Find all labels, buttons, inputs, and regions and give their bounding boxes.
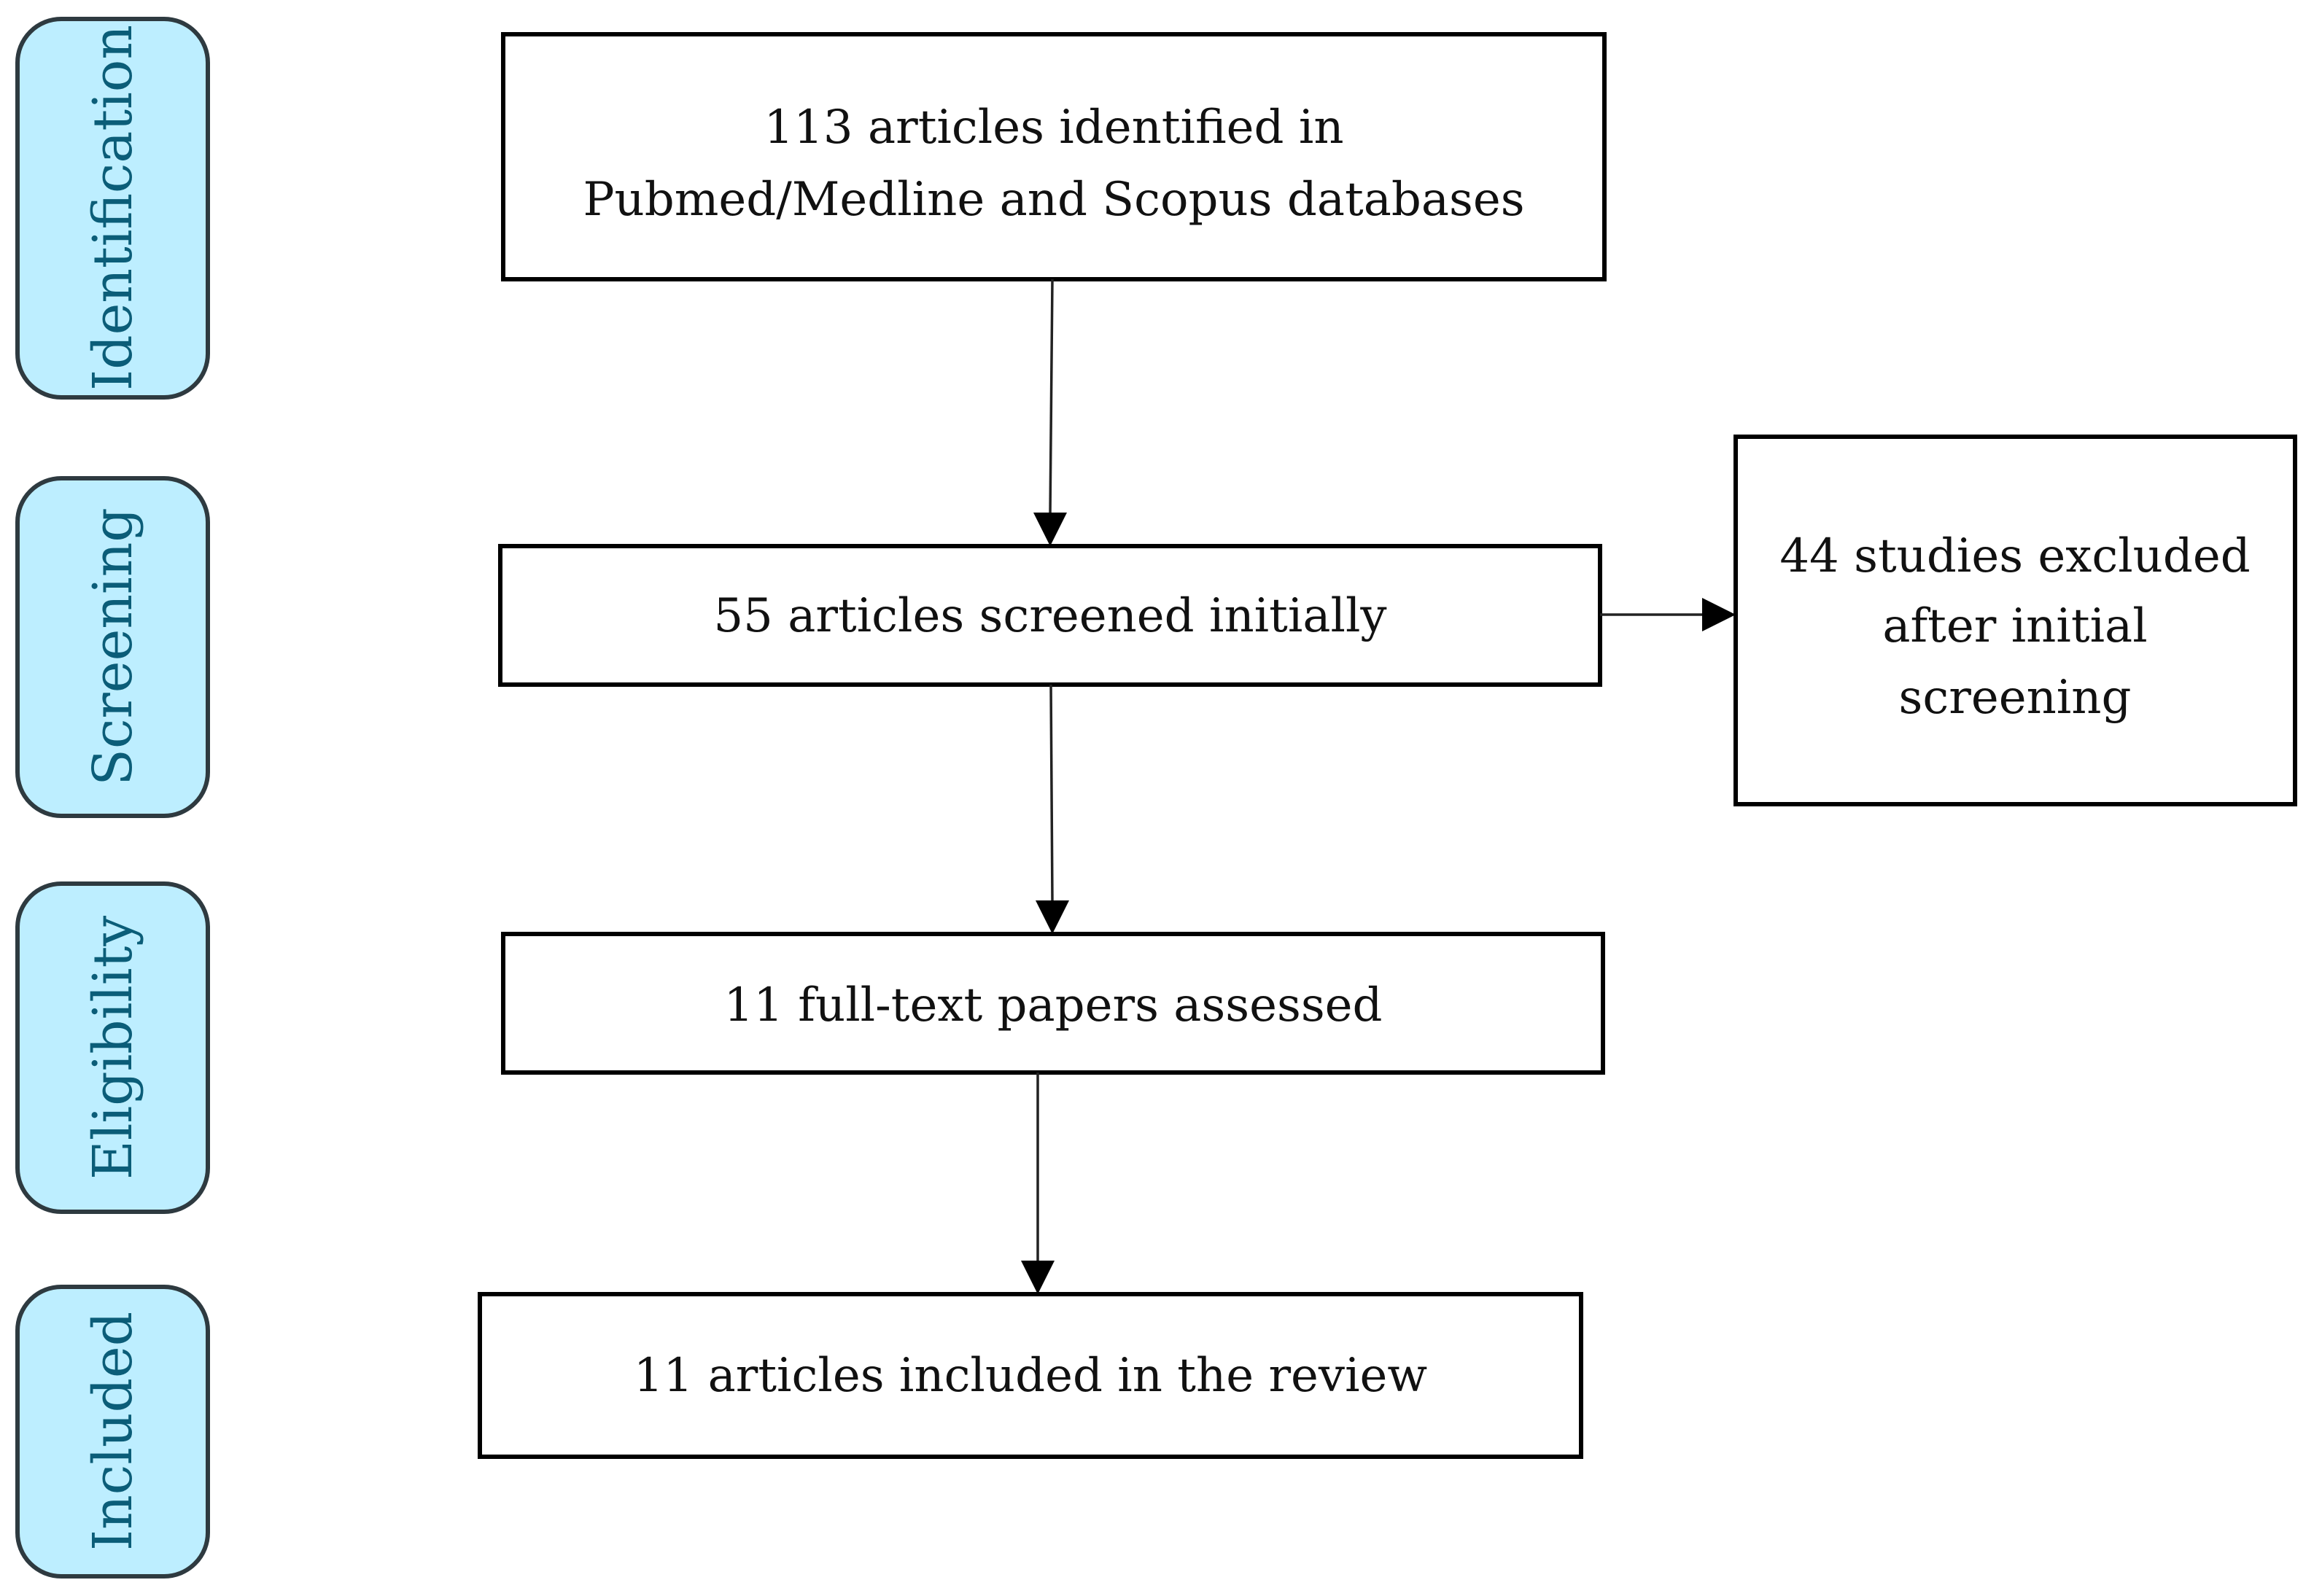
box-excluded-line-1: 44 studies excluded [1779, 529, 2250, 583]
arrow-assessed-to-included [1021, 1073, 1055, 1294]
box-screened: 55 articles screened initially [498, 544, 1602, 687]
box-included-frame [478, 1292, 1583, 1459]
box-excluded: 44 studies excluded after initial screen… [1733, 435, 2297, 806]
stage-included: Included [15, 1285, 210, 1579]
stage-eligibility-box [15, 881, 210, 1214]
arrow-screened-to-excluded [1600, 598, 1736, 631]
box-included-text: 11 articles included in the review [634, 1349, 1427, 1403]
arrow-head-icon [1021, 1261, 1055, 1294]
box-assessed-text: 11 full-text papers assessed [724, 978, 1383, 1032]
stage-identification: Identification [15, 17, 210, 400]
arrow-identified-to-screened [1033, 279, 1067, 546]
box-excluded-line-2: after initial [1882, 599, 2147, 653]
box-screened-text: 55 articles screened initially [713, 589, 1386, 643]
box-assessed: 11 full-text papers assessed [501, 932, 1605, 1075]
arrow-line [1049, 279, 1054, 515]
stage-identification-label: Identification [82, 25, 144, 391]
box-identified-line-2: Pubmed/Medline and Scopus databases [583, 173, 1524, 227]
arrow-head-icon [1033, 513, 1067, 546]
box-screened-frame [498, 544, 1602, 687]
arrow-screened-to-assessed [1036, 684, 1069, 934]
stage-screening: Screening [15, 476, 210, 818]
arrow-line [1049, 684, 1054, 903]
box-assessed-frame [501, 932, 1605, 1075]
box-included: 11 articles included in the review [478, 1292, 1583, 1459]
stage-eligibility: Eligibility [15, 881, 210, 1214]
box-identified-frame [501, 32, 1607, 281]
box-identified-line-1: 113 articles identified in [764, 101, 1343, 155]
stage-included-box [15, 1285, 210, 1579]
arrow-head-icon [1702, 598, 1736, 631]
stage-screening-box [15, 476, 210, 818]
stage-included-label: Included [82, 1312, 144, 1551]
stage-screening-label: Screening [82, 507, 144, 785]
box-excluded-line-3: screening [1899, 671, 2132, 725]
arrow-head-icon [1036, 900, 1069, 934]
stage-identification-box [15, 17, 210, 400]
stage-eligibility-label: Eligibility [82, 916, 144, 1180]
box-identified: 113 articles identified in Pubmed/Medlin… [501, 32, 1607, 281]
box-excluded-frame [1733, 435, 2297, 806]
